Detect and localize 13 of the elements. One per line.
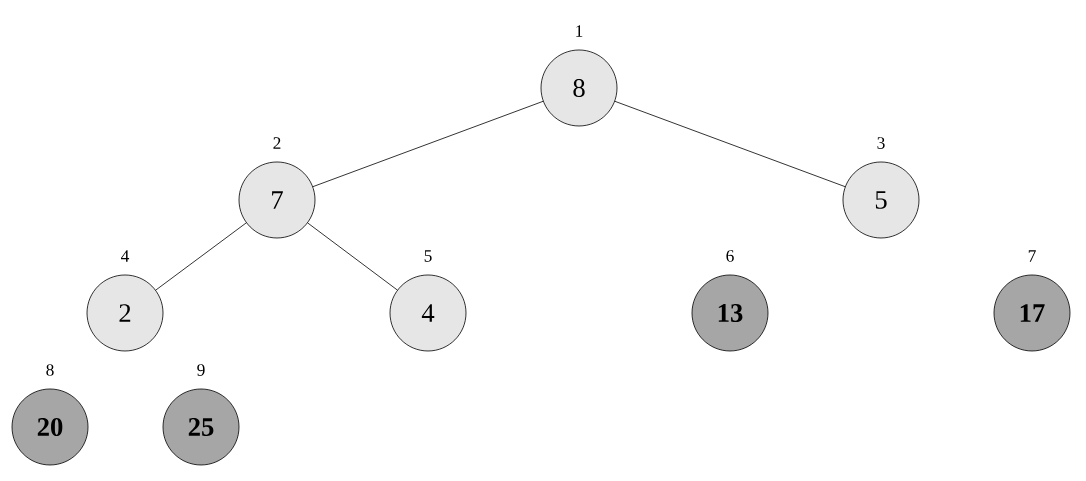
tree-edge: [614, 100, 846, 188]
tree-edge: [155, 222, 247, 291]
tree-edge: [307, 222, 398, 291]
index-label: 2: [273, 137, 281, 149]
index-label: 3: [877, 137, 885, 149]
index-label: 9: [197, 364, 205, 376]
index-label: 8: [46, 364, 54, 376]
index-label: 1: [576, 25, 583, 37]
index-label: 4: [121, 250, 130, 262]
index-label: 7: [1028, 250, 1036, 262]
index-label: 6: [726, 250, 734, 262]
tree-edge: [312, 100, 544, 188]
index-label: 5: [424, 250, 432, 262]
